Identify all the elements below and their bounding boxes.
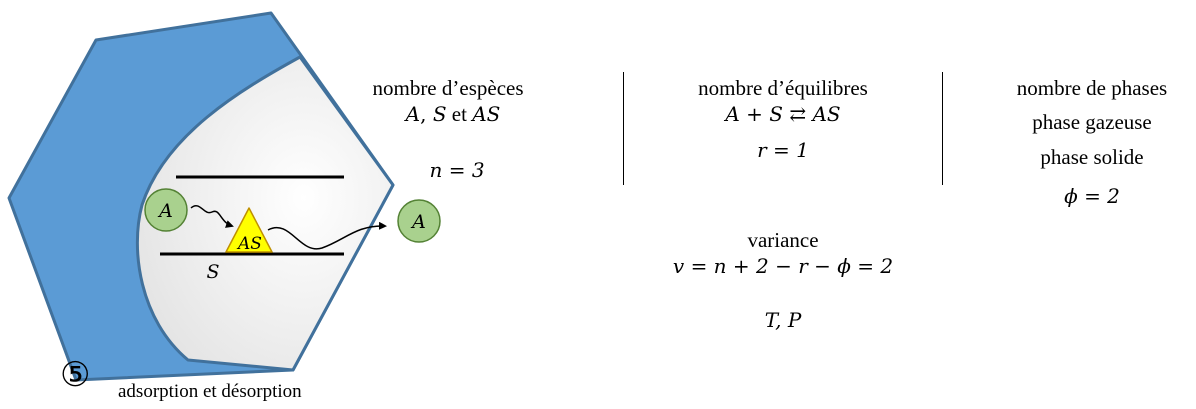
equilibria-reaction: A + S ⇄ AS <box>725 104 840 124</box>
species-label-adsorbing: A <box>157 200 173 222</box>
phases-count: ϕ = 2 <box>1064 186 1120 206</box>
step-number: ⑤ <box>60 358 90 392</box>
species-title: nombre d’espèces <box>372 78 523 99</box>
variance-variables: T, P <box>765 310 802 330</box>
variance-formula: v = n + 2 − r − ϕ = 2 <box>673 256 893 276</box>
species-list-et: et <box>447 102 473 126</box>
column-separator-2 <box>942 72 943 185</box>
phases-title: nombre de phases <box>1017 78 1167 99</box>
species-list: A, S et AS <box>406 104 501 125</box>
column-separator-1 <box>623 72 624 185</box>
variance-title: variance <box>747 230 818 251</box>
diagram-caption: adsorption et désorption <box>118 382 302 401</box>
species-count: n = 3 <box>429 160 484 180</box>
equilibria-count: r = 1 <box>757 140 809 160</box>
phases-solid: phase solide <box>1040 147 1143 168</box>
species-list-comma: , <box>420 102 433 126</box>
equilibria-title: nombre d’équilibres <box>698 78 868 99</box>
species-list-AS: AS <box>472 102 500 126</box>
surface-label: S <box>206 261 219 283</box>
species-list-S: S <box>433 102 447 126</box>
intermediate-label: AS <box>236 234 262 254</box>
phases-gas: phase gazeuse <box>1032 112 1152 133</box>
species-list-A: A <box>406 102 420 126</box>
species-label-desorbed: A <box>410 211 426 233</box>
